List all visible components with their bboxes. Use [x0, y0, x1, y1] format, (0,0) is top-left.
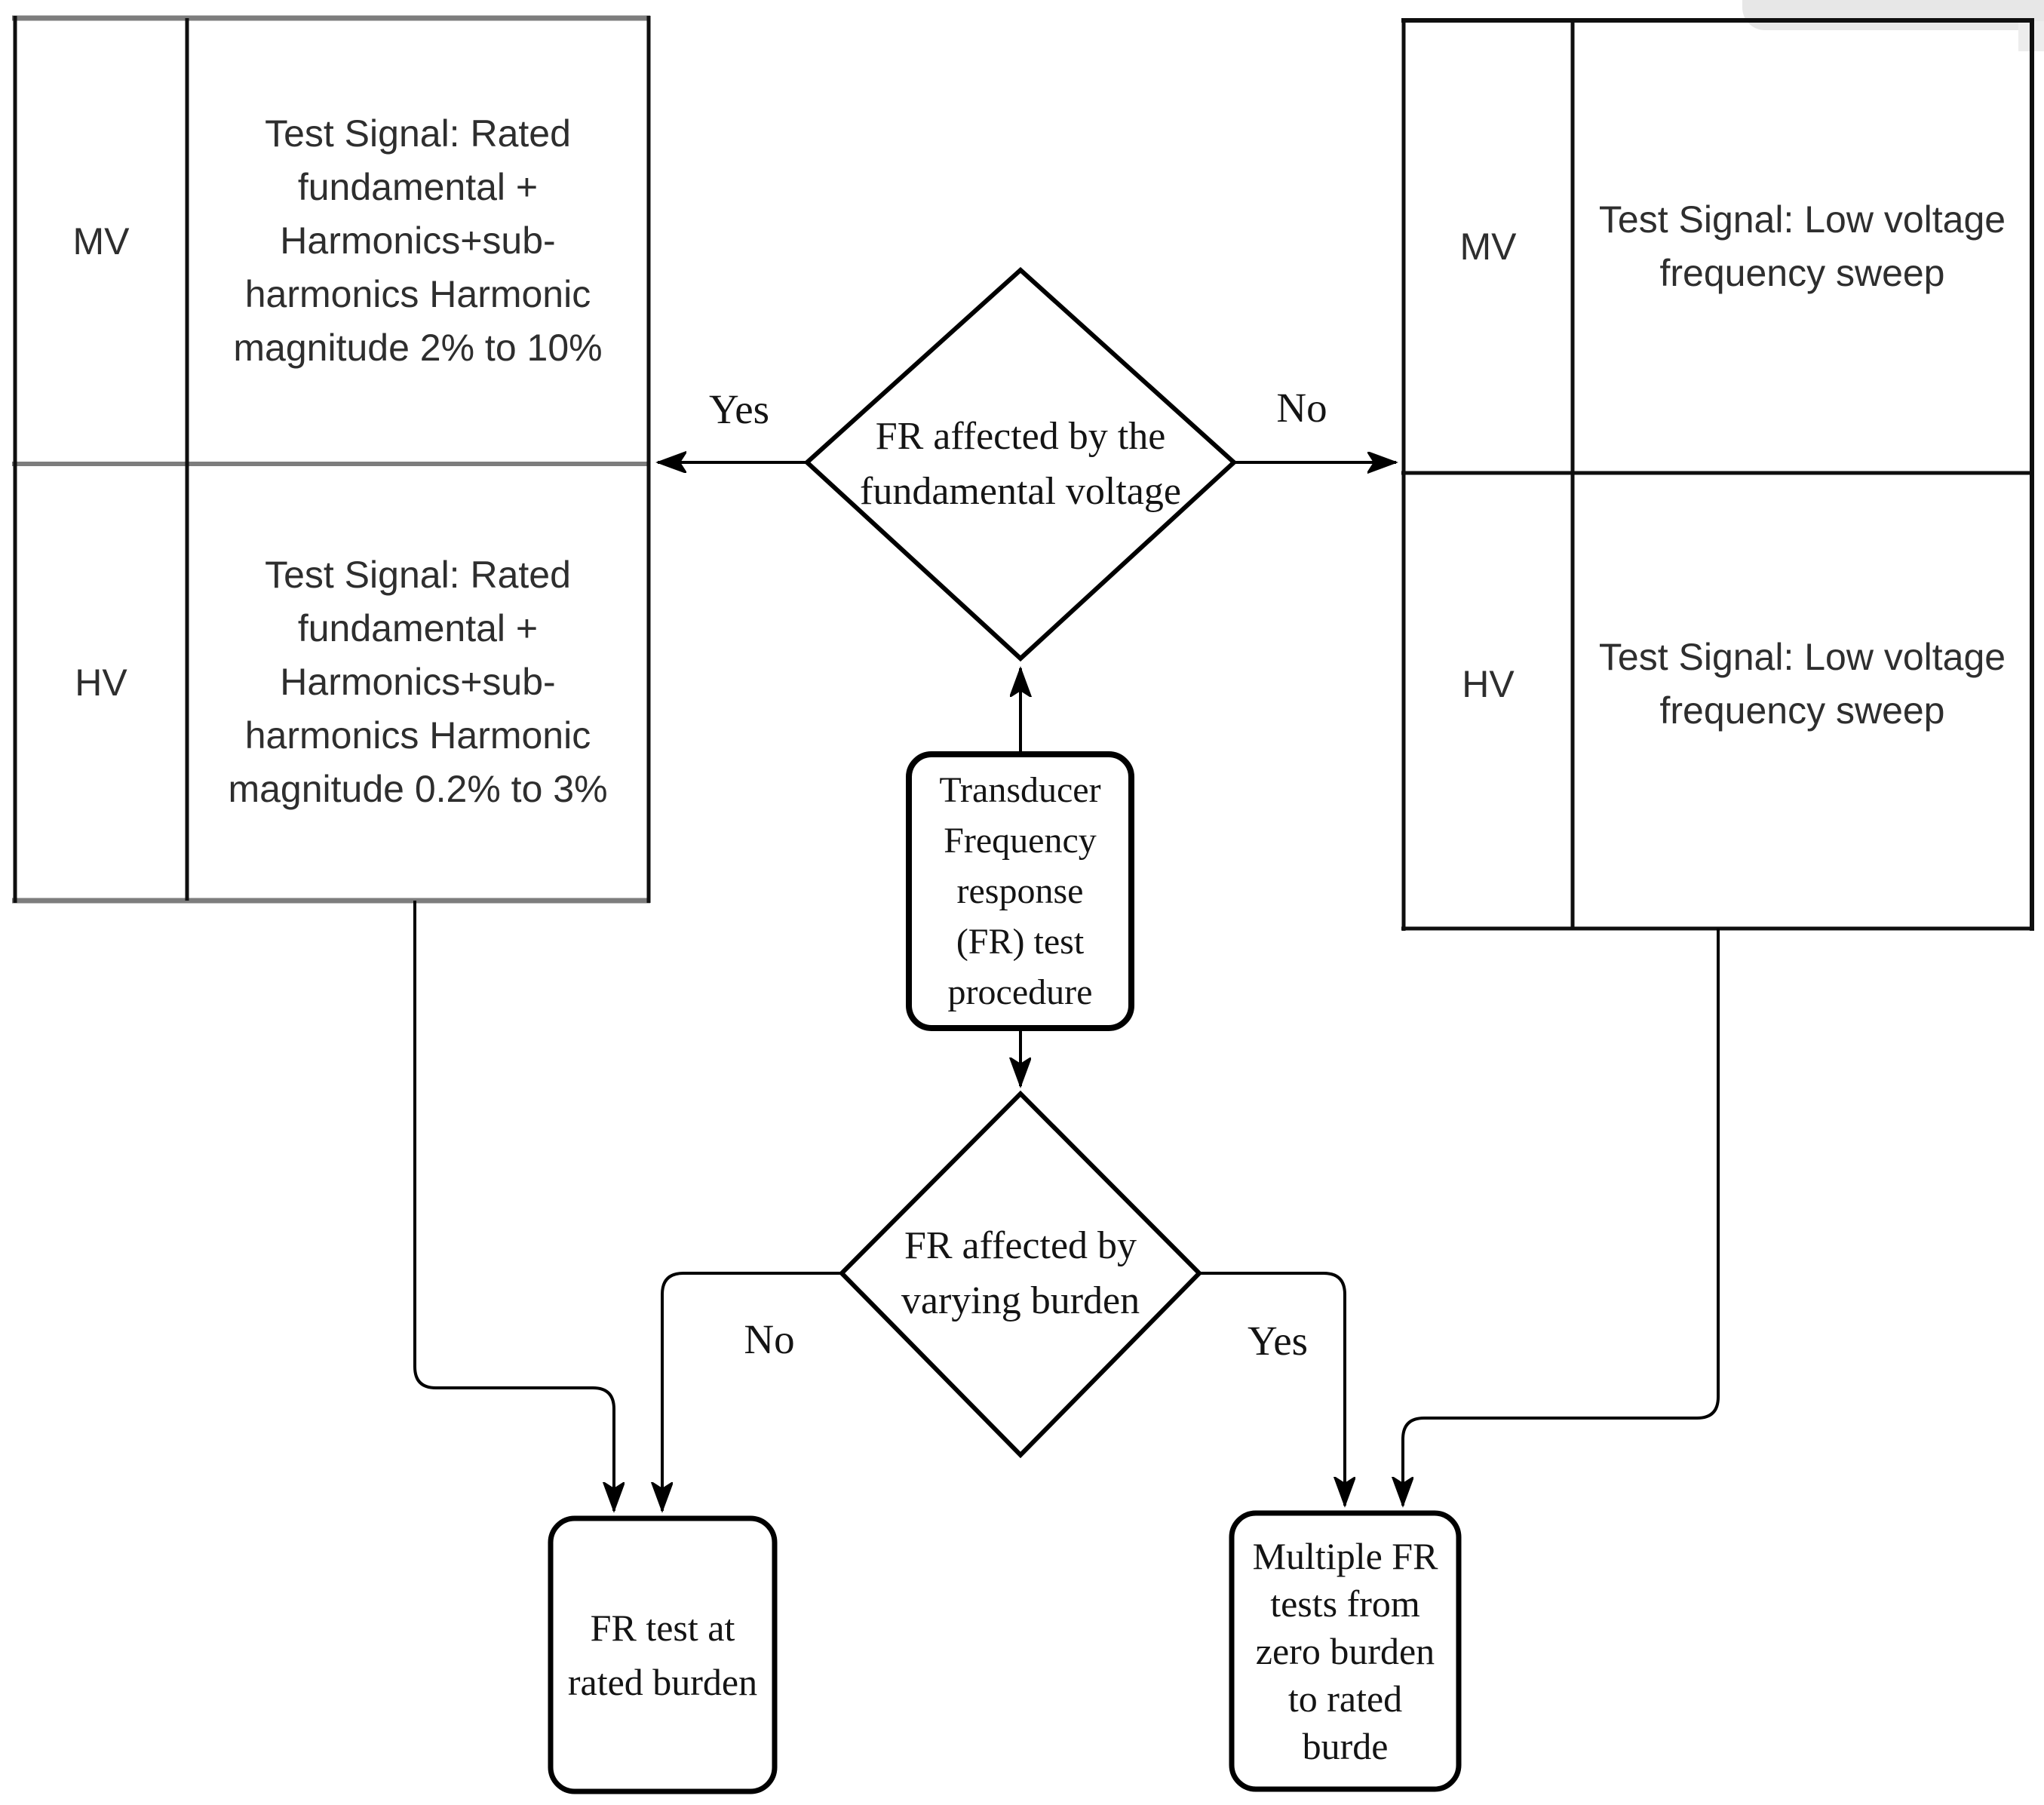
right-table-mv-signal: Test Signal: Low voltage frequency sweep [1598, 198, 2006, 294]
outcome-multiple-shape [1229, 1510, 1462, 1792]
right-table-hv-signal: Test Signal: Low voltage frequency sweep [1598, 636, 2006, 732]
decision-burden-shape [838, 1090, 1203, 1459]
connector-decision2-no-to-rated-burden [662, 1272, 842, 1511]
outcome-multiple-text: Multiple FR tests from zero burden to ra… [1252, 1534, 1438, 1767]
left-table-borders [12, 15, 651, 904]
decision-burden-text: FR affected by varying burden [901, 1224, 1140, 1322]
decision-burden-no-label: No [744, 1316, 795, 1362]
connector-decision2-yes-to-multiple [1199, 1272, 1345, 1506]
start-box-text: Transducer Frequency response (FR) test … [939, 770, 1101, 1012]
left-table-hv-label: HV [75, 661, 127, 704]
right-table-hv-label: HV [1462, 663, 1515, 705]
outcome-rated-burden-shape [548, 1515, 778, 1794]
right-table-borders [1401, 18, 2034, 931]
connector-left-table-to-rated-burden [413, 901, 614, 1511]
left-table-hv-signal: Test Signal: Rated fundamental + Harmoni… [228, 554, 608, 810]
decision-burden-yes-label: Yes [1247, 1318, 1309, 1364]
right-table-mv-label: MV [1459, 226, 1517, 268]
decision-fundamental-text: FR affected by the fundamental voltage [860, 415, 1181, 513]
left-table-mv-label: MV [72, 219, 130, 262]
connector-right-table-to-multiple [1403, 929, 1720, 1506]
decision-fundamental-no-label: No [1276, 385, 1327, 431]
decision-fundamental-shape [803, 266, 1238, 662]
decision-fundamental-yes-label: Yes [708, 386, 770, 432]
outcome-rated-burden-text: FR test at rated burden [567, 1607, 758, 1703]
left-table-mv-signal: Test Signal: Rated fundamental + Harmoni… [233, 112, 603, 369]
